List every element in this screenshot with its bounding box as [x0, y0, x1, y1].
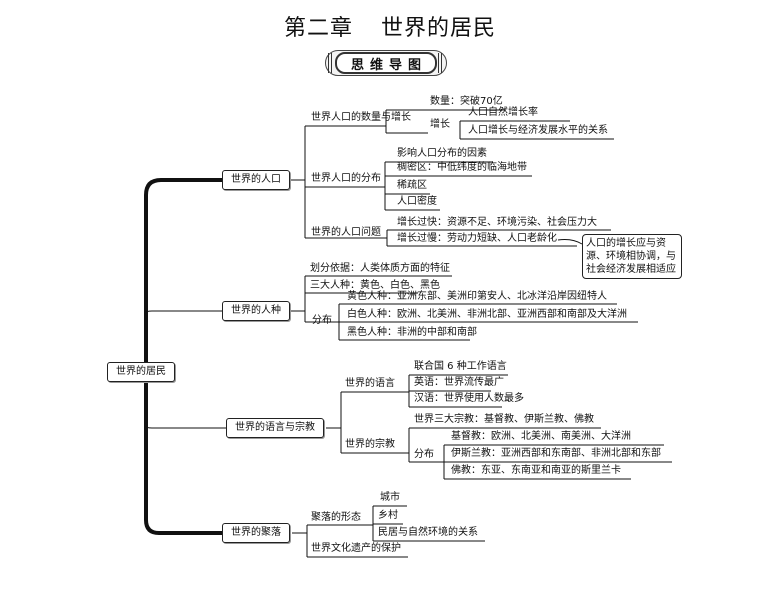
distribution-item: 人口密度	[397, 196, 437, 207]
religion-label: 世界的宗教	[345, 439, 395, 450]
branch-language-religion: 世界的语言与宗教	[226, 418, 324, 438]
language-label: 世界的语言	[345, 378, 395, 389]
race-basis: 划分依据：人类体质方面的特征	[310, 263, 450, 274]
population-problem-label: 世界的人口问题	[311, 227, 381, 238]
religion-distribution-item: 伊斯兰教：亚洲西部和东南部、非洲北部和东部	[451, 448, 661, 459]
race-three: 三大人种：黄色、白色、黑色	[310, 280, 440, 291]
religion-distribution-item: 佛教：东亚、东南亚和南亚的斯里兰卡	[451, 465, 621, 476]
distribution-item: 稀疏区	[397, 180, 427, 191]
religion-distribution-label: 分布	[414, 449, 434, 460]
distribution-item: 影响人口分布的因素	[397, 148, 487, 159]
language-item: 汉语：世界使用人数最多	[414, 393, 524, 404]
population-note: 人口的增长应与资源、环境相协调，与社会经济发展相适应	[582, 234, 682, 279]
race-distribution-label: 分布	[312, 315, 332, 326]
distribution-item: 稠密区：中低纬度的临海地带	[397, 162, 527, 173]
settlement-form-item: 城市	[380, 492, 400, 503]
growth-sub-label: 增长	[430, 119, 450, 130]
page-title: 第二章 世界的居民	[0, 10, 780, 42]
problem-item: 增长过慢：劳动力短缺、人口老龄化	[397, 233, 557, 244]
religion-distribution-item: 基督教：欧洲、北美洲、南美洲、大洋洲	[451, 431, 631, 442]
root-node: 世界的居民	[107, 362, 175, 382]
mind-map-banner: 思维导图	[325, 50, 447, 76]
settlement-heritage: 世界文化遗产的保护	[311, 543, 401, 554]
race-distribution-item: 黑色人种：非洲的中部和南部	[347, 327, 477, 338]
growth-item: 人口自然增长率	[468, 107, 538, 118]
race-distribution-item: 白色人种：欧洲、北美洲、非洲北部、亚洲西部和南部及大洋洲	[347, 309, 627, 320]
branch-race: 世界的人种	[222, 301, 290, 321]
population-distribution-label: 世界人口的分布	[311, 173, 381, 184]
population-growth-label: 世界人口的数量与增长	[311, 112, 411, 123]
chapter-number: 第二章	[283, 16, 353, 41]
language-item: 英语：世界流传最广	[414, 377, 504, 388]
race-distribution-item: 黄色人种：亚洲东部、美洲印第安人、北冰洋沿岸因纽特人	[347, 291, 607, 302]
settlement-relation: 民居与自然环境的关系	[378, 527, 478, 538]
growth-item: 人口增长与经济发展水平的关系	[468, 125, 608, 136]
banner-label: 思维导图	[335, 52, 437, 74]
settlement-form-label: 聚落的形态	[311, 512, 361, 523]
religion-three: 世界三大宗教：基督教、伊斯兰教、佛教	[414, 414, 594, 425]
branch-population: 世界的人口	[222, 170, 290, 190]
branch-settlement: 世界的聚落	[222, 523, 290, 543]
language-item: 联合国 6 种工作语言	[414, 361, 507, 372]
population-count: 数量：突破70亿	[430, 96, 503, 107]
settlement-form-item: 乡村	[378, 510, 398, 521]
problem-item: 增长过快：资源不足、环境污染、社会压力大	[397, 217, 597, 228]
chapter-name: 世界的居民	[381, 16, 497, 41]
